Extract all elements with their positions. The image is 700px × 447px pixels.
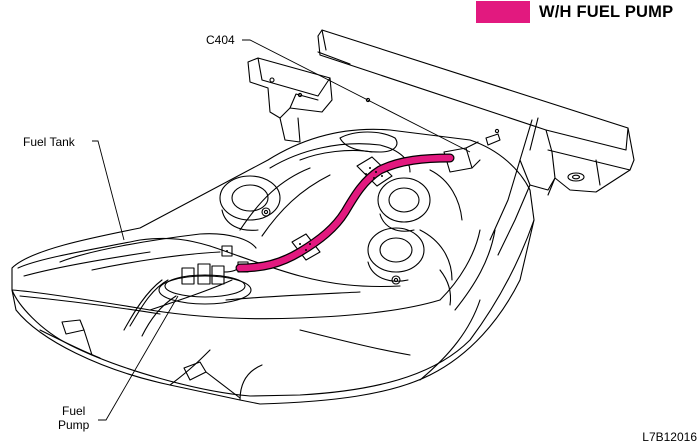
left-bracket — [247, 57, 500, 143]
callout-fuel-pump-line2: Pump — [58, 418, 90, 432]
leader-fuel-tank — [92, 140, 125, 241]
legend-label: W/H FUEL PUMP — [539, 2, 674, 21]
callout-c404: C404 — [206, 33, 235, 47]
rear-crossmember — [317, 29, 635, 196]
leader-c404 — [242, 39, 471, 153]
leader-lines — [92, 39, 471, 421]
tank-straps — [61, 319, 241, 399]
tank-surface-details — [39, 131, 463, 401]
figure-id: L7B12016 — [642, 430, 697, 444]
right-strap — [485, 117, 556, 256]
connector-detail — [226, 167, 383, 252]
fuel-pump-module — [123, 245, 252, 337]
fuel-pump-harness — [235, 153, 455, 273]
callout-fuel-tank: Fuel Tank — [23, 135, 75, 149]
callout-fuel-pump: Fuel Pump — [58, 404, 89, 432]
legend-color-swatch — [476, 1, 530, 23]
callout-fuel-pump-line1: Fuel — [62, 404, 86, 418]
leader-fuel-pump — [98, 295, 179, 421]
fuel-tank-body — [11, 128, 535, 405]
legend: W/H FUEL PUMP — [476, 1, 673, 23]
